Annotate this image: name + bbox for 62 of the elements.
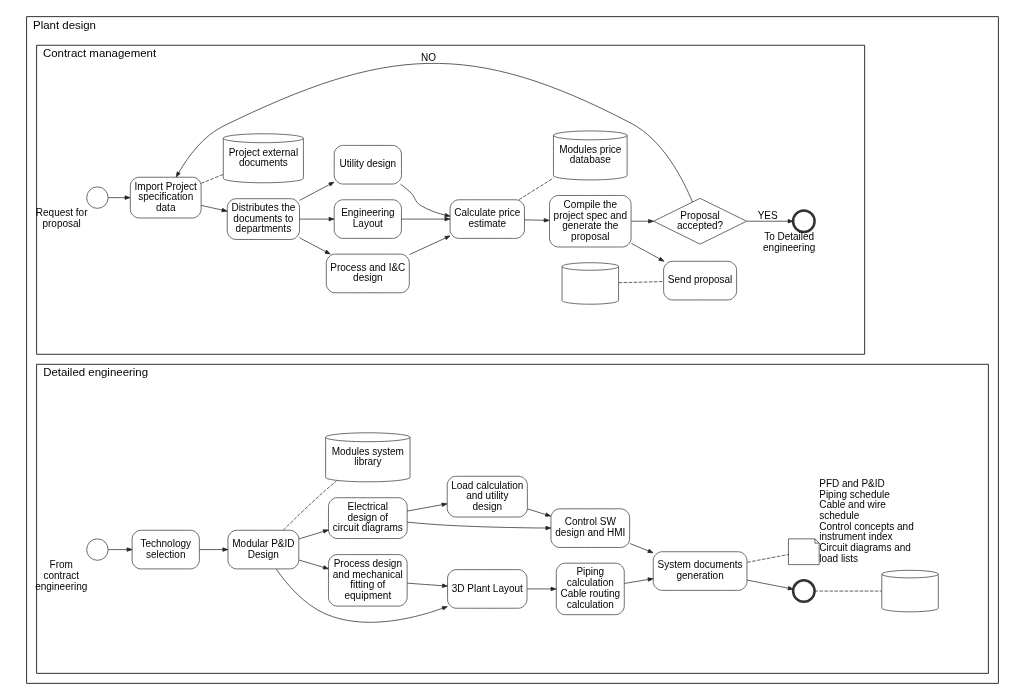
arrow <box>526 586 556 592</box>
connector <box>617 281 664 284</box>
arrow <box>630 243 664 262</box>
arrow <box>400 216 450 222</box>
node-diamond: Proposal accepted? <box>652 198 747 245</box>
arrow <box>399 183 450 218</box>
arrow <box>406 582 448 588</box>
connector <box>200 174 223 184</box>
arrow <box>746 579 793 591</box>
node-label: To Detailed engineering <box>762 230 815 253</box>
connector <box>746 554 789 563</box>
arrow <box>630 219 654 224</box>
arrow <box>107 195 130 200</box>
node-box: Engineering Layout <box>333 199 402 239</box>
node-box: 3D Plant Layout <box>446 569 527 609</box>
node-circle <box>791 579 816 604</box>
node-label: PFD and P&ID <box>818 477 885 489</box>
node-box: System documents generation <box>652 551 747 591</box>
node-label: Piping schedule <box>818 488 890 500</box>
edge-label: YES <box>757 209 778 221</box>
node-box: Load calculation and utility design <box>446 475 528 518</box>
node-label: Cable and wire schedule <box>818 499 886 521</box>
arrow <box>175 63 693 203</box>
arrow <box>408 235 450 255</box>
arrow <box>200 205 227 213</box>
node-box: Calculate price estimate <box>449 199 525 239</box>
arrow <box>298 529 329 540</box>
connector <box>518 177 554 200</box>
arrow <box>298 216 334 222</box>
node-circle <box>85 186 108 209</box>
node-box: Technology selection <box>131 529 200 570</box>
arrow <box>107 547 132 552</box>
connector <box>282 480 337 531</box>
node-box: Send proposal <box>662 260 737 301</box>
node-circle <box>85 538 108 561</box>
arrow <box>298 237 331 255</box>
arrow <box>629 543 653 554</box>
node-box: Modular P&ID Design <box>227 529 299 570</box>
node-box: Control SW design and HMI <box>550 508 630 548</box>
node-box: Import Project specification data <box>129 176 201 219</box>
node-box: Utility design <box>333 145 402 185</box>
edge-label: NO <box>420 52 436 64</box>
arrow <box>298 181 334 201</box>
arrow <box>298 559 329 570</box>
arrow <box>406 502 447 512</box>
node-box: Distributes the documents to departments <box>226 198 300 240</box>
node-label: Circuit diagrams and load lists <box>818 542 911 564</box>
node-box: Compile the project spec and generate the proposal <box>548 195 631 248</box>
arrow <box>523 218 550 223</box>
arrow <box>275 568 448 623</box>
arrow <box>406 521 551 531</box>
connector <box>813 590 882 592</box>
node-box: Process and I&C design <box>325 253 410 294</box>
node-label: Control concepts and instrument index <box>818 520 914 543</box>
node-box: Piping calculation Cable routing calculation <box>555 562 625 616</box>
arrow <box>746 219 793 224</box>
arrow <box>623 577 653 584</box>
node-box: Process design and mechanical fitting of equipment <box>327 554 408 607</box>
arrow <box>198 547 228 552</box>
node-circle <box>791 209 816 234</box>
arrow <box>526 508 551 517</box>
node-box: Electrical design of circuit diagrams <box>327 497 408 539</box>
